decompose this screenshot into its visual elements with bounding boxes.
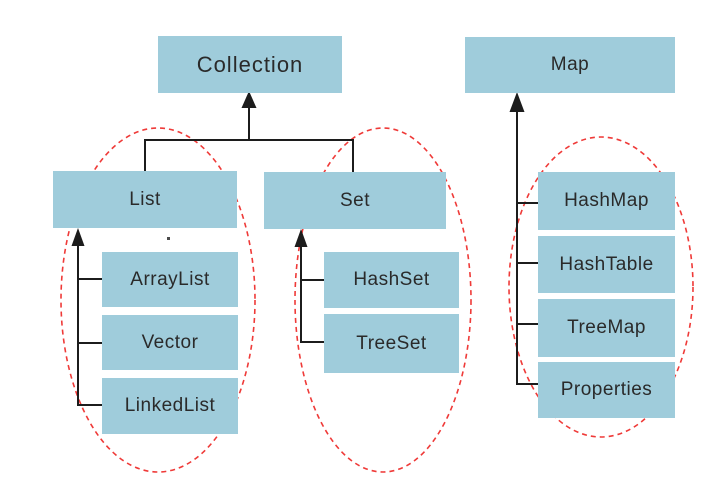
arrowhead-to-collection [241, 91, 257, 108]
arrowhead-to-map [509, 92, 525, 112]
node-map: Map [465, 37, 675, 93]
arrowhead-to-list [71, 228, 85, 246]
stray-dot [167, 237, 170, 240]
node-list: List [53, 171, 237, 228]
node-set: Set [264, 172, 446, 229]
node-hashset: HashSet [324, 252, 459, 308]
node-properties: Properties [538, 362, 675, 418]
node-collection: Collection [158, 36, 342, 93]
node-hashtable: HashTable [538, 236, 675, 293]
node-linkedlist: LinkedList [102, 378, 238, 434]
node-hashmap: HashMap [538, 172, 675, 230]
node-treeset: TreeSet [324, 314, 459, 373]
node-vector: Vector [102, 315, 238, 370]
set-group-ellipse [294, 127, 472, 473]
node-arraylist: ArrayList [102, 252, 238, 307]
node-treemap: TreeMap [538, 299, 675, 357]
list-group-ellipse [60, 127, 256, 473]
arrowhead-to-set [294, 229, 308, 247]
map-group-ellipse [508, 136, 694, 438]
